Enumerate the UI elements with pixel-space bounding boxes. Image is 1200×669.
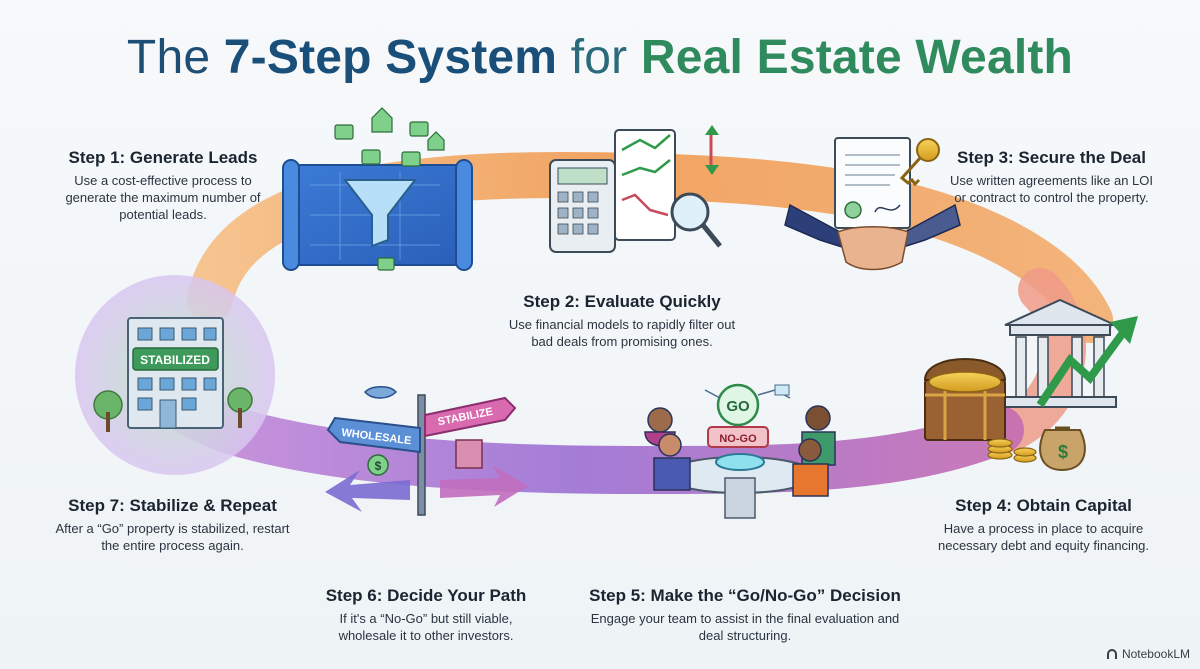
step-4-description: Have a process in place to acquire neces…: [926, 520, 1161, 554]
svg-text:$: $: [1058, 442, 1068, 462]
step-5: Step 5: Make the “Go/No-Go” Decision Eng…: [580, 586, 910, 644]
step-6-title: Step 6: Decide Your Path: [314, 586, 538, 606]
step-1-title: Step 1: Generate Leads: [48, 148, 278, 168]
stabilized-banner-label: STABILIZED: [140, 353, 210, 367]
brand-watermark: NotebookLM: [1106, 647, 1190, 661]
step-3: Step 3: Secure the Deal Use written agre…: [944, 148, 1159, 206]
step-3-description: Use written agreements like an LOI or co…: [944, 172, 1159, 206]
go-label: GO: [726, 398, 750, 415]
step-2: Step 2: Evaluate Quickly Use financial m…: [497, 292, 747, 350]
title-part-2: 7-Step System: [224, 31, 557, 84]
title-part-3: for: [557, 31, 641, 84]
step-1: Step 1: Generate Leads Use a cost-effect…: [48, 148, 278, 223]
step-1-description: Use a cost-effective process to generate…: [48, 172, 278, 223]
step-5-title: Step 5: Make the “Go/No-Go” Decision: [580, 586, 910, 606]
brand-label: NotebookLM: [1122, 647, 1190, 661]
page-title: The 7-Step System for Real Estate Wealth: [0, 30, 1200, 85]
step-6: Step 6: Decide Your Path If it's a “No-G…: [314, 586, 538, 644]
step-6-description: If it's a “No-Go” but still viable, whol…: [314, 610, 538, 644]
step-4-title: Step 4: Obtain Capital: [926, 496, 1161, 516]
step-2-title: Step 2: Evaluate Quickly: [497, 292, 747, 312]
step-2-description: Use financial models to rapidly filter o…: [497, 316, 747, 350]
no-go-label: NO-GO: [719, 433, 757, 445]
loop-band-bottom: [165, 390, 1000, 470]
title-part-4: Real Estate Wealth: [641, 31, 1073, 84]
step-7-description: After a “Go” property is stabilized, res…: [50, 520, 295, 554]
step-5-description: Engage your team to assist in the final …: [580, 610, 910, 644]
step-7: Step 7: Stabilize & Repeat After a “Go” …: [50, 496, 295, 554]
step-3-title: Step 3: Secure the Deal: [944, 148, 1159, 168]
notebooklm-logo-icon: [1106, 648, 1118, 660]
step-4: Step 4: Obtain Capital Have a process in…: [926, 496, 1161, 554]
step-7-title: Step 7: Stabilize & Repeat: [50, 496, 295, 516]
lead-funnel-icon: [283, 108, 472, 270]
svg-text:$: $: [375, 459, 382, 473]
title-part-1: The: [127, 31, 224, 84]
